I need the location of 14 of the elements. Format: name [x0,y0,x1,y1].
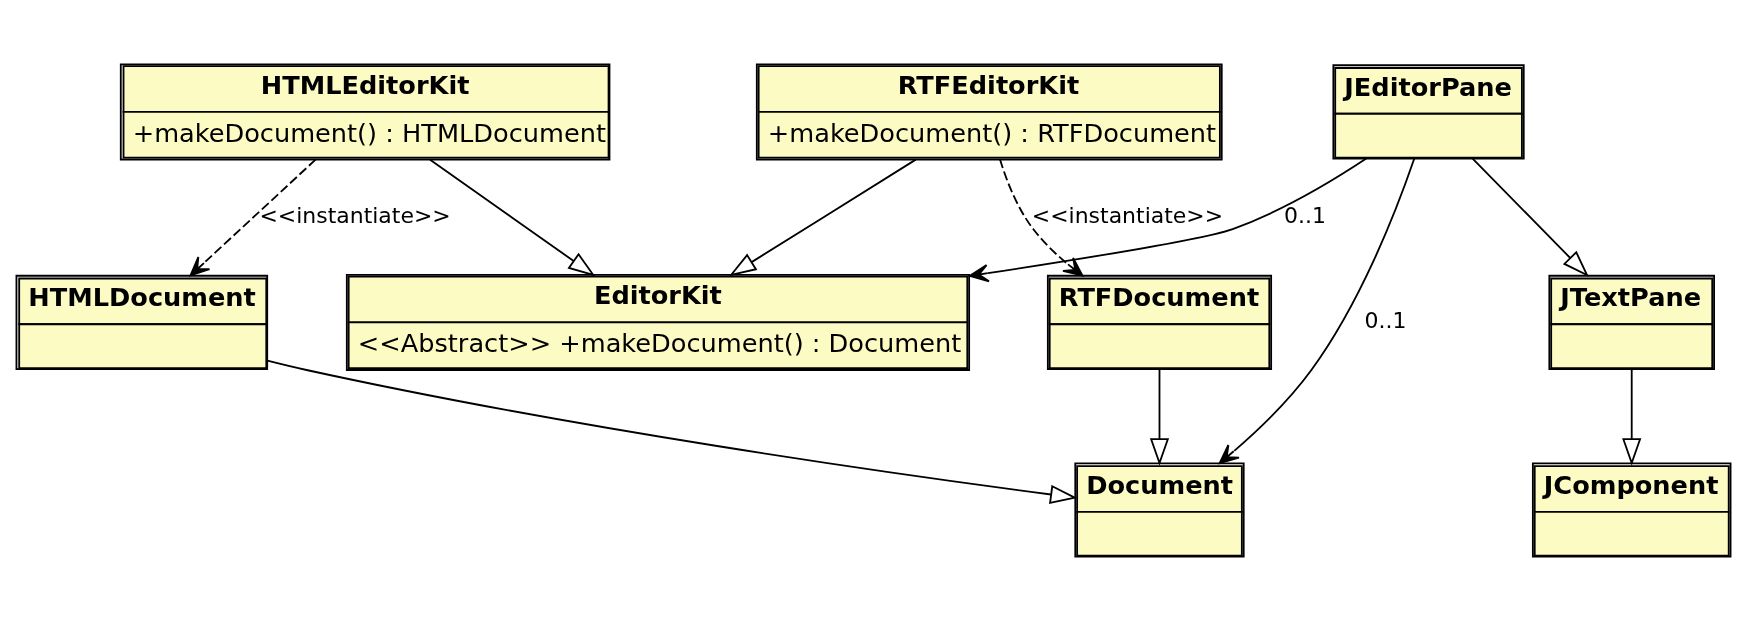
arrow [728,158,917,277]
arrow [968,157,1368,283]
arrow [429,158,596,277]
arrow [1218,157,1416,464]
edge-label: 0..1 [1284,202,1326,228]
arrow [999,158,1084,277]
arrow [266,359,1078,504]
arrow [1622,368,1642,466]
edge-label: 0..1 [1364,308,1407,334]
edge-label: <<instantiate>> [259,202,451,228]
arrow [1471,157,1589,278]
arrow [189,158,317,277]
edge-label: <<instantiate>> [1031,202,1224,228]
arrow [1149,368,1170,466]
